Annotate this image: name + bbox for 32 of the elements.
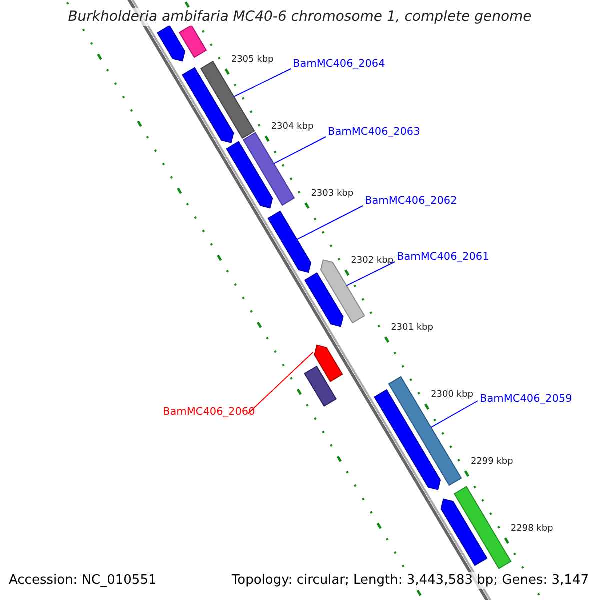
- gene-label: BamMC406_2064: [293, 58, 386, 70]
- gene-label: BamMC406_2060: [163, 406, 256, 418]
- gene-label: BamMC406_2059: [480, 393, 572, 405]
- gene-feature: [304, 366, 337, 407]
- gene-label: BamMC406_2063: [328, 126, 420, 138]
- leader-line: [248, 352, 314, 414]
- tick-label: 2301 kbp: [391, 322, 434, 333]
- leader-line: [346, 262, 396, 286]
- gene-feature: [454, 486, 512, 570]
- tick-label: 2298 kbp: [510, 524, 554, 534]
- tick-label: 2299 kbp: [470, 456, 514, 467]
- gene-feature: [268, 210, 312, 274]
- gene-feature: [242, 132, 296, 206]
- tick-label: 2300 kbp: [431, 390, 474, 400]
- tick-label: 2305 kbp: [231, 54, 274, 65]
- gene-feature: [182, 67, 234, 144]
- leader-line: [234, 68, 292, 98]
- gene-label: BamMC406_2061: [397, 251, 490, 263]
- gene-feature: [157, 25, 186, 62]
- tick-label: 2303 kbp: [311, 188, 354, 199]
- leader-line: [296, 206, 364, 240]
- tick-label: 2302 kbp: [351, 256, 394, 266]
- gene-feature: [440, 498, 488, 566]
- gene-feature: [178, 24, 208, 58]
- tick-label: 2304 kbp: [271, 122, 314, 132]
- gene-feature: [200, 60, 256, 140]
- leader-line: [430, 400, 478, 428]
- gene-label: BamMC406_2062: [365, 195, 458, 207]
- leader-line: [274, 136, 326, 164]
- gene-feature: [304, 272, 344, 328]
- gene-feature: [226, 141, 274, 209]
- gene-feature: [314, 344, 344, 382]
